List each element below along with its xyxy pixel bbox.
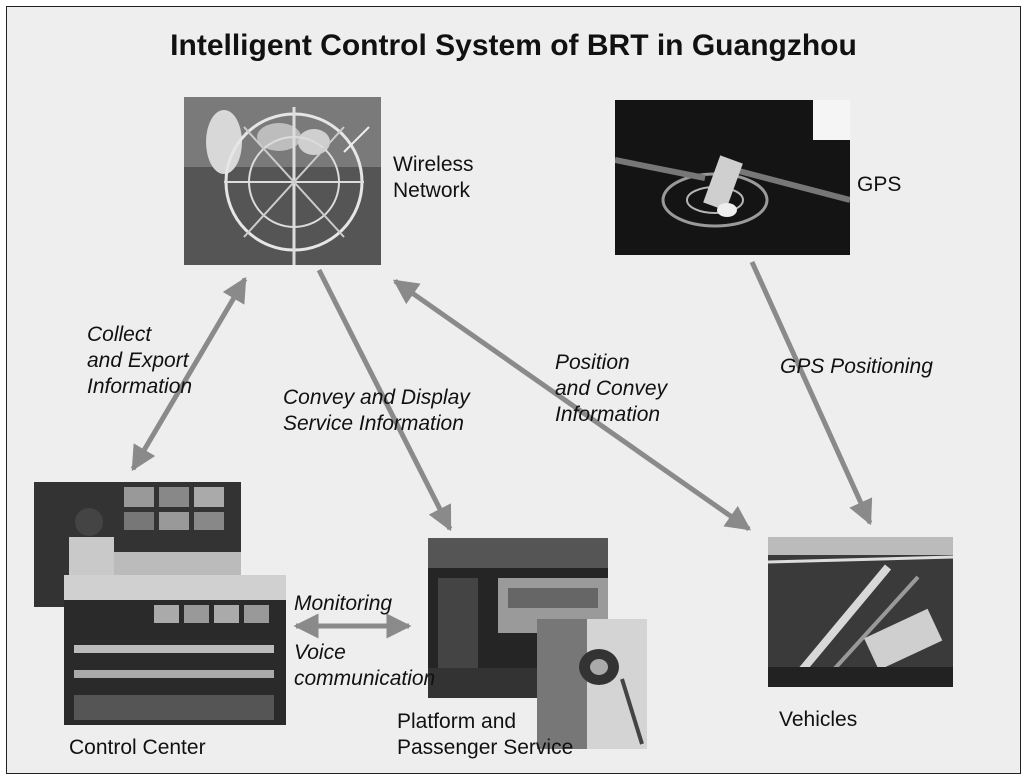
arrow-wireless-vehicles — [392, 278, 752, 532]
monitoring-label: Monitoring — [294, 592, 393, 615]
satellite-icon — [615, 100, 850, 255]
arrow-control-wireless — [130, 276, 248, 472]
control-center-label: Control Center — [69, 736, 206, 759]
vehicles-label: Vehicles — [779, 708, 858, 731]
diagram-title: Intelligent Control System of BRT in Gua… — [170, 29, 857, 62]
camera-photo — [537, 619, 647, 749]
monitor-wall-icon — [64, 575, 286, 725]
arrow-gps-vehicles — [749, 260, 873, 526]
arrows-layer — [130, 260, 873, 639]
bus-station-photo — [768, 537, 953, 687]
gps-label: GPS — [857, 173, 902, 196]
satellite-photo — [615, 100, 850, 255]
gps-positioning-label: GPS Positioning — [780, 355, 933, 378]
bus-station-icon — [768, 537, 953, 687]
antenna-tower-photo — [184, 97, 381, 265]
control-room-photo-bottom — [64, 575, 286, 725]
antenna-tower-icon — [184, 97, 381, 265]
diagram-slide: Intelligent Control System of BRT in Gua… — [6, 6, 1021, 774]
camera-icon — [537, 619, 647, 749]
